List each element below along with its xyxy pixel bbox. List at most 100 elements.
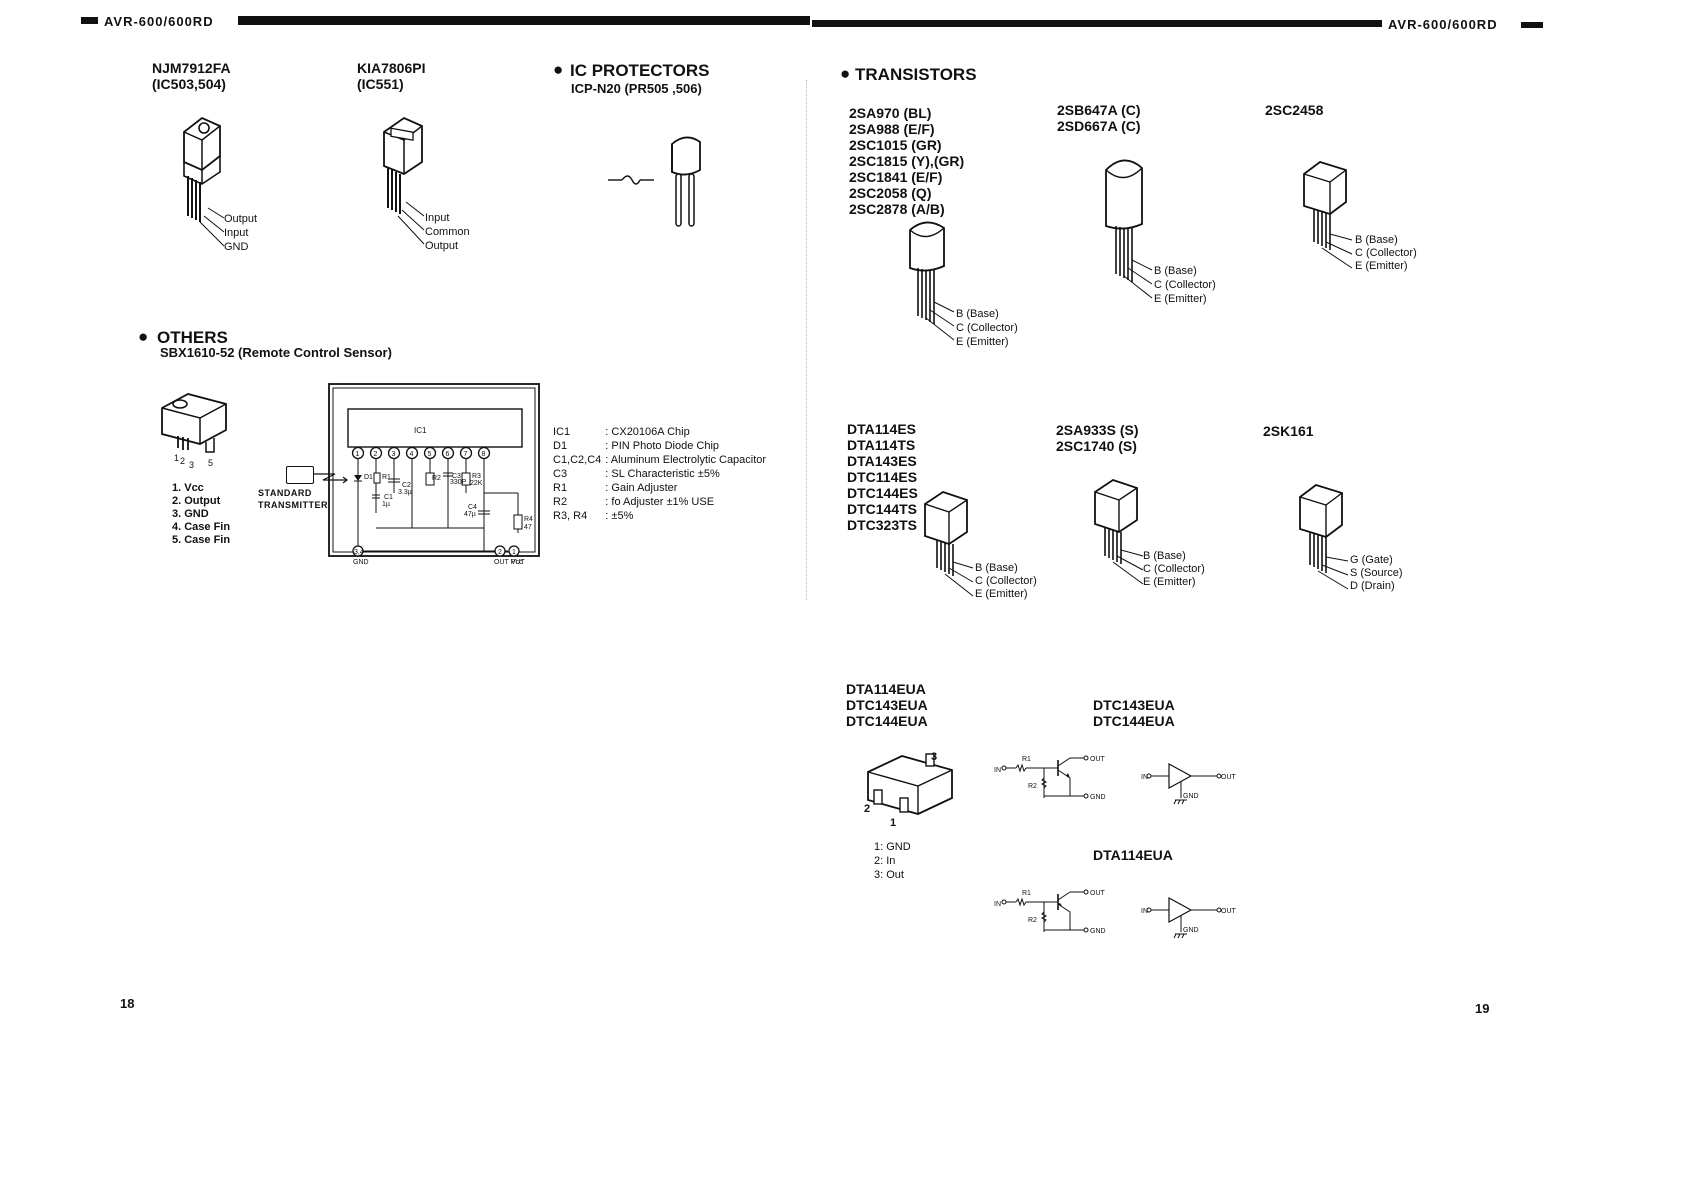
upper-gnd-label: GND — [1090, 794, 1106, 801]
transistor-part-name: 2SD667A (C) — [1057, 118, 1141, 134]
upper-out-label: OUT — [1090, 756, 1106, 763]
lower-gnd-label: GND — [1090, 928, 1106, 935]
connector-pin-circle — [508, 545, 520, 557]
regulator-1-pin-2: Input — [224, 227, 249, 239]
legend-row: IC1: CX20106A Chip — [553, 425, 770, 439]
page-number-right: 19 — [1475, 1001, 1490, 1016]
upper-r2-label: R2 — [1028, 783, 1037, 790]
ic-pin-circle — [405, 446, 419, 460]
group-1-pin-e: E (Emitter) — [956, 336, 1009, 348]
group-1-part-list: 2SA970 (BL)2SA988 (E/F)2SC1015 (GR)2SC18… — [849, 105, 964, 217]
label-r4: R4 — [524, 516, 533, 523]
label-r1: R1 — [382, 474, 391, 481]
transistor-part-name: DTA114ES — [847, 421, 916, 437]
regulator-1-part: NJM7912FA — [152, 60, 231, 76]
group-6-pin-s: S (Source) — [1350, 567, 1403, 579]
legend-row: R1: Gain Adjuster — [553, 481, 770, 495]
transistor-part-name: DTC144ES — [847, 485, 918, 501]
header-rule-right — [812, 20, 1382, 27]
group-2-pin-e: E (Emitter) — [1154, 293, 1207, 305]
regulator-2-pin-2: Common — [425, 226, 470, 238]
label-r2: R2 — [432, 475, 441, 482]
group-4-pin-b: B (Base) — [975, 562, 1018, 574]
label-d1: D1 — [364, 474, 373, 481]
legend-desc: : PIN Photo Diode Chip — [605, 440, 720, 452]
ic-protectors-part: ICP-N20 (PR505 ,506) — [571, 81, 702, 96]
legend-ref: R1 — [553, 482, 568, 494]
transmitter-label-2: TRANSMITTER — [258, 500, 328, 510]
smd-upper-part-2: DTC144EUA — [1093, 713, 1175, 729]
transistor-part-name: 2SA970 (BL) — [849, 105, 932, 121]
inv-lower-out-label: OUT — [1221, 908, 1237, 915]
transistor-part-name: 2SC2058 (Q) — [849, 185, 932, 201]
ic-pin-number: 1 — [356, 451, 360, 458]
legend-ref: C3 — [553, 468, 568, 480]
transistor-part-name: DTC323TS — [847, 517, 918, 533]
legend-ref: C1,C2,C4 — [553, 454, 602, 466]
connector-pin-number: 2 — [498, 549, 502, 556]
cube-transistor-icon — [924, 491, 974, 597]
cube-transistor-icon — [1094, 479, 1144, 585]
ic1-label: IC1 — [414, 426, 427, 435]
ic-pin-circle — [387, 446, 401, 460]
smd-pin-3: 3: Out — [874, 869, 904, 881]
smd-transistor-package-icon — [867, 753, 953, 815]
legend-ref: D1 — [553, 440, 568, 452]
group-3-part-list: 2SC2458 — [1265, 102, 1323, 118]
connector-pin-circle — [352, 545, 364, 557]
lower-r1-label: R1 — [1022, 890, 1031, 897]
protector-component-icon — [671, 136, 701, 227]
group-6-part-list: 2SK161 — [1263, 423, 1314, 439]
label-c4: C4 — [468, 504, 477, 511]
group-3-pin-e: E (Emitter) — [1355, 260, 1408, 272]
remote-sensor-icon — [161, 393, 227, 453]
upper-in-label: IN — [994, 767, 1001, 774]
page-number-left: 18 — [120, 996, 135, 1011]
digital-transistor-schematic-upper: IN OUT GND R1 R2 — [994, 755, 1106, 801]
transistor-part-name: 2SA988 (E/F) — [849, 121, 935, 137]
ic-pin-circle — [459, 446, 473, 460]
smd-pin-num-2: 2 — [864, 803, 871, 815]
group-5-part-list: 2SA933S (S)2SC1740 (S) — [1056, 422, 1138, 454]
header-square-left — [81, 17, 98, 24]
others-title: OTHERS — [157, 328, 228, 347]
sensor-pin-2: 2. Output — [172, 495, 221, 507]
group-2-pin-c: C (Collector) — [1154, 279, 1216, 291]
ic-pin-number: 5 — [428, 451, 432, 458]
sensor-pin-num-5: 5 — [208, 458, 214, 468]
legend-desc: : CX20106A Chip — [605, 426, 690, 438]
to220-regulator-1-icon — [183, 116, 221, 222]
sensor-pin-5: 5. Case Fin — [172, 534, 231, 546]
ic-pin-circle — [351, 446, 365, 460]
transistor-part-name: DTA114TS — [847, 437, 916, 453]
transistor-part-name: 2SC1841 (E/F) — [849, 169, 943, 185]
fet-transistor-icon — [1299, 484, 1349, 590]
transistor-part-name: DTC144TS — [847, 501, 918, 517]
transistor-part-name: 2SC2458 — [1265, 102, 1324, 118]
sensor-pin-num-3: 3 — [189, 460, 195, 470]
ic-protectors-title: IC PROTECTORS — [570, 61, 710, 80]
legend-row: C1,C2,C4: Aluminum Electrolytic Capacito… — [553, 453, 770, 467]
bullet-icon: ● — [553, 60, 564, 79]
transistors-bullet-icon: ● — [840, 64, 851, 83]
others-part: SBX1610-52 (Remote Control Sensor) — [160, 345, 392, 360]
label-c1: C1 — [384, 494, 393, 501]
value-r3: 22K — [470, 480, 483, 487]
group-3-pin-b: B (Base) — [1355, 234, 1398, 246]
inv-lower-gnd-label: GND — [1183, 927, 1199, 934]
regulator-2-pin-1: Input — [425, 212, 450, 224]
group-2-pin-b: B (Base) — [1154, 265, 1197, 277]
value-c2: 3.3µ — [398, 489, 412, 496]
transistor-part-name: 2SC1740 (S) — [1056, 438, 1137, 454]
legend-ref: R2 — [553, 496, 568, 508]
header-title-right: AVR-600/600RD — [1388, 17, 1498, 32]
out-label: OUT PUT — [494, 559, 525, 566]
inv-upper-gnd-label: GND — [1183, 793, 1199, 800]
group-6-pin-g: G (Gate) — [1350, 554, 1393, 566]
ic-pin-number: 4 — [410, 451, 414, 458]
transistors-title: TRANSISTORS — [855, 65, 977, 84]
regulator-1-pin-1: Output — [224, 213, 258, 225]
smd-part-name: DTA114EUA — [846, 681, 926, 697]
transistor-part-name: DTA143ES — [847, 453, 917, 469]
